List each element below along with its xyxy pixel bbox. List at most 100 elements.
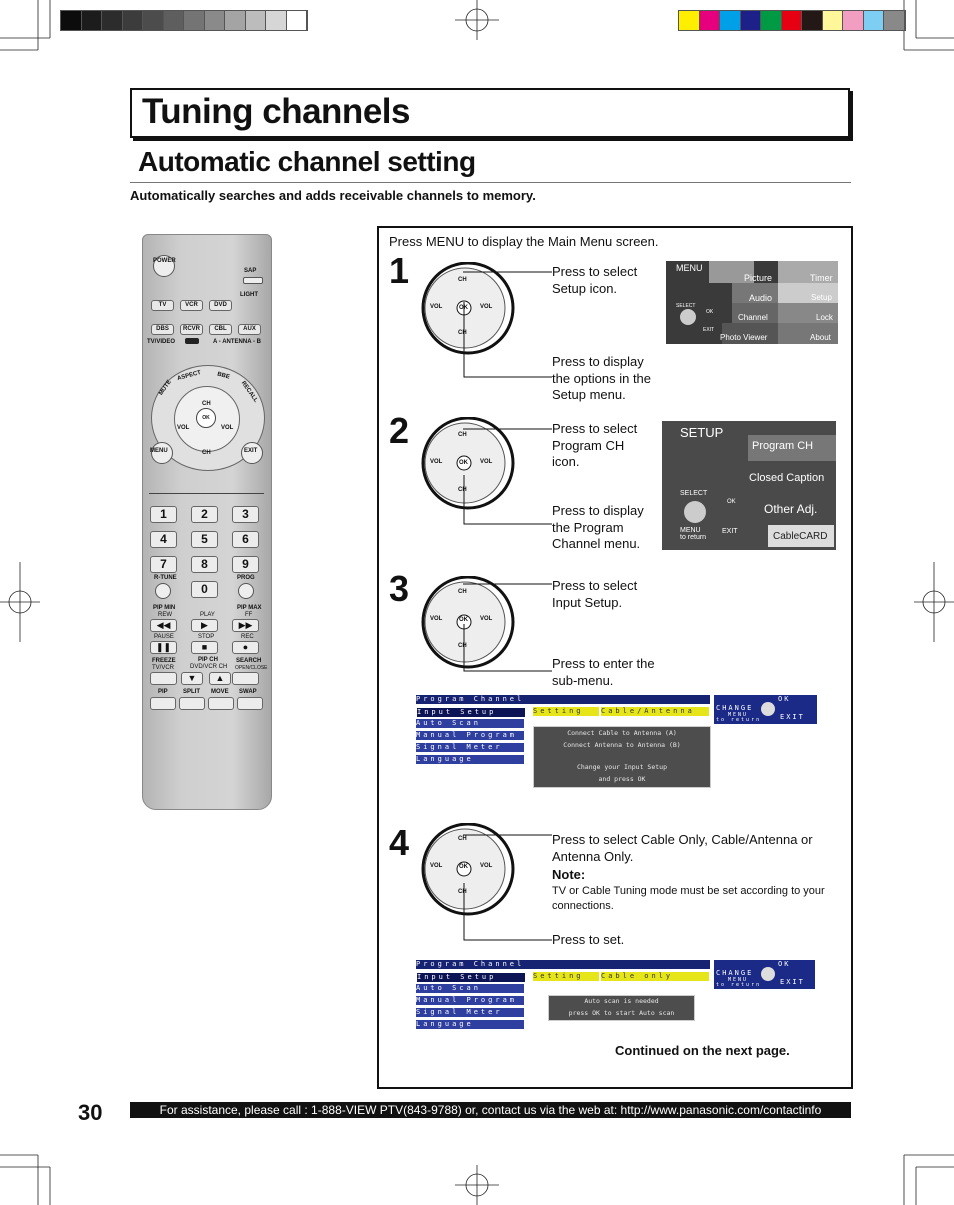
dial-vol-right: VOL (480, 304, 493, 310)
pip-button[interactable] (150, 697, 176, 710)
menu4-item-input-setup[interactable]: Input Setup (416, 972, 526, 983)
menu4-item-auto-scan[interactable]: Auto Scan (416, 984, 524, 993)
swap-button[interactable] (237, 697, 263, 710)
main-ok-label: OK (706, 309, 714, 315)
sap-label: SAP (244, 268, 257, 274)
timer-label: Timer (810, 273, 833, 283)
control-dial-icon (421, 575, 515, 669)
pipch-up-button[interactable]: ▲ (209, 672, 231, 685)
ok-button[interactable]: OK (196, 408, 216, 428)
stop-label: STOP (198, 634, 215, 640)
sap-button[interactable] (243, 277, 263, 284)
menu3-item-manual-program[interactable]: Manual Program (416, 731, 524, 740)
move-button[interactable] (208, 697, 234, 710)
split-button[interactable] (179, 697, 205, 710)
num-8-button[interactable]: 8 (191, 556, 218, 573)
rec-button[interactable]: ● (232, 641, 259, 654)
dial-vol-right: VOL (480, 459, 493, 465)
rew-button[interactable]: ◀◀ (150, 619, 177, 632)
setup-to-return-label: to return (680, 534, 707, 541)
split-label: SPLIT (183, 689, 201, 695)
menu4-change-panel: CHANGE OK MENU to return EXIT (714, 960, 815, 989)
gray-swatch (225, 11, 246, 30)
freeze-button[interactable] (150, 672, 177, 685)
setup-menu-label: MENU (680, 527, 701, 534)
audio-label: Audio (749, 293, 773, 303)
num-5-button[interactable]: 5 (191, 531, 218, 548)
gray-swatch (122, 11, 143, 30)
menu-button[interactable] (151, 442, 173, 464)
play-button[interactable]: ▶ (191, 619, 218, 632)
num-9-button[interactable]: 9 (232, 556, 259, 573)
ch-up-label: CH (202, 401, 211, 407)
num-7-button[interactable]: 7 (150, 556, 177, 573)
pause-label: PAUSE (154, 634, 174, 640)
vol-down-label: VOL (177, 425, 190, 431)
power-button[interactable] (153, 255, 175, 277)
stop-button[interactable]: ■ (191, 641, 218, 654)
menu3-item-language[interactable]: Language (416, 755, 524, 764)
pause-button[interactable]: ❚❚ (150, 641, 177, 654)
menu3-item-auto-scan[interactable]: Auto Scan (416, 719, 524, 728)
menu3-menu-label: MENU (728, 712, 749, 718)
gray-swatch (61, 11, 82, 30)
menu3-to-return-label: to return (716, 717, 762, 723)
aux-button[interactable]: AUX (238, 324, 261, 335)
menu3-change-panel: CHANGE OK MENU to return EXIT (714, 695, 817, 724)
num-2-button[interactable]: 2 (191, 506, 218, 523)
step-1-callout-lines (463, 271, 552, 378)
menu4-item-language[interactable]: Language (416, 1020, 524, 1029)
channel-label: Channel (738, 313, 768, 322)
dial-ch-top: CH (458, 589, 467, 595)
rtune-button[interactable] (155, 583, 171, 599)
dial-vol-left: VOL (430, 459, 443, 465)
main-menu-screen: MENU Picture Timer Audio Setup Channel L… (666, 261, 838, 344)
rewind-icon: ◀◀ (156, 620, 171, 630)
num-6-button[interactable]: 6 (232, 531, 259, 548)
tv-button[interactable]: TV (151, 300, 174, 311)
num-4-button[interactable]: 4 (150, 531, 177, 548)
num-0-button[interactable]: 0 (191, 581, 218, 598)
ff-button[interactable]: ▶▶ (232, 619, 259, 632)
gray-swatch (184, 11, 205, 30)
color-swatch (761, 11, 782, 30)
exit-button[interactable] (241, 442, 263, 464)
cbl-button[interactable]: CBL (209, 324, 232, 335)
menu3-setting-value-field[interactable]: Cable/Antenna (601, 707, 709, 716)
num-1-button[interactable]: 1 (150, 506, 177, 523)
menu3-item-signal-meter[interactable]: Signal Meter (416, 743, 524, 752)
fast-forward-icon: ▶▶ (238, 620, 253, 630)
rcvr-button[interactable]: RCVR (180, 324, 203, 335)
search-button[interactable] (232, 672, 259, 685)
step-2-select-text: Press to select Program CH icon. (552, 421, 638, 469)
dbs-button[interactable]: DBS (151, 324, 174, 335)
dial-ch-bottom: CH (458, 889, 467, 895)
menu4-menu-label: MENU (728, 977, 749, 983)
menu4-setting-value-field[interactable]: Cable only (601, 972, 709, 981)
program-ch-label: Program CH (752, 440, 814, 452)
dial-ch-bottom: CH (458, 643, 467, 649)
dial-ch-top: CH (458, 277, 467, 283)
control-dial-icon (421, 261, 515, 355)
menu4-exit-label: EXIT (780, 978, 805, 986)
pipch-down-button[interactable]: ▼ (181, 672, 203, 685)
menu3-item-input-setup[interactable]: Input Setup (416, 707, 526, 718)
play-icon: ▶ (201, 620, 208, 630)
dial-vol-left: VOL (430, 616, 443, 622)
cablecard-tile (768, 525, 834, 547)
photo-viewer-label: Photo Viewer (720, 333, 768, 342)
menu4-info-line-2: press OK to start Auto scan (568, 1009, 675, 1017)
menu4-item-signal-meter[interactable]: Signal Meter (416, 1008, 524, 1017)
menu4-info-line-1: Auto scan is needed (584, 997, 659, 1005)
gray-swatch (245, 11, 266, 30)
record-icon: ● (242, 642, 249, 652)
dvd-button[interactable]: DVD (209, 300, 232, 311)
intro-text: Press MENU to display the Main Menu scre… (389, 234, 659, 249)
prog-button[interactable] (238, 583, 254, 599)
num-3-button[interactable]: 3 (232, 506, 259, 523)
setup-menu-title: SETUP (680, 425, 724, 440)
step-4-set-text: Press to set. (552, 932, 625, 947)
menu4-item-manual-program[interactable]: Manual Program (416, 996, 524, 1005)
main-exit-label: EXIT (703, 327, 715, 333)
vcr-button[interactable]: VCR (180, 300, 203, 311)
